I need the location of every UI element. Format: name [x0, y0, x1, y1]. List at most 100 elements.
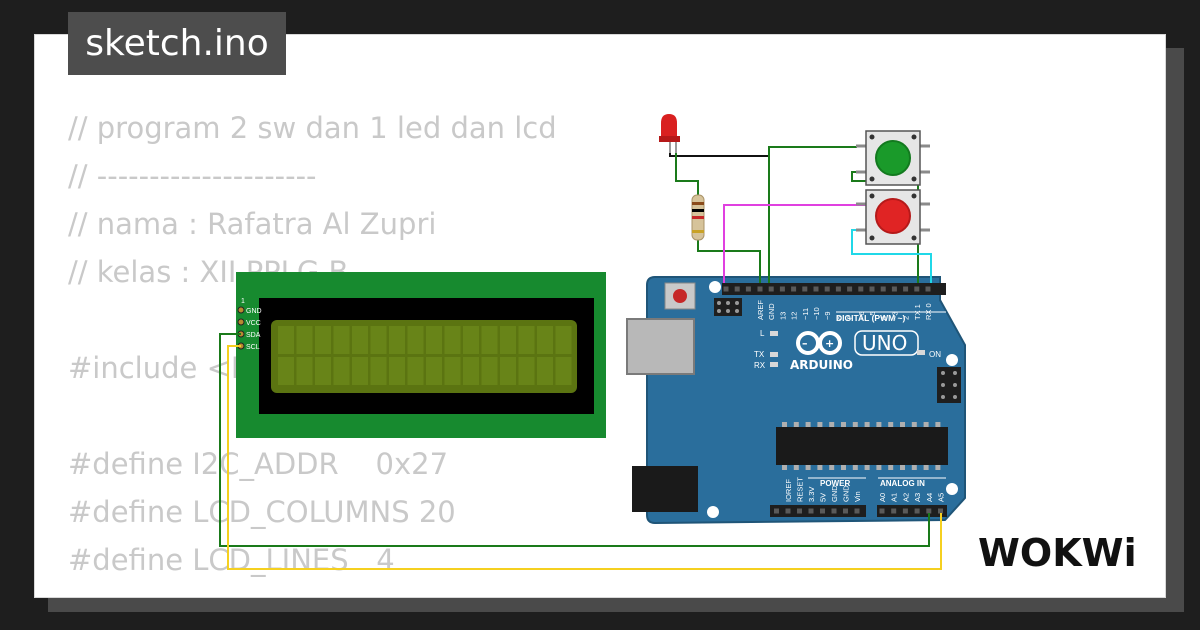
header-pin-hole[interactable]: [914, 286, 920, 292]
red-led[interactable]: [659, 114, 680, 153]
header-pin-hole[interactable]: [723, 286, 729, 292]
header-pin-hole[interactable]: [880, 286, 886, 292]
header-pin-hole[interactable]: [757, 286, 763, 292]
header-pin-hole[interactable]: [891, 286, 897, 292]
digital-pin-label: 8: [834, 316, 843, 320]
red-pushbutton[interactable]: [856, 189, 930, 245]
lcd-char-cell: [537, 326, 553, 354]
header-pin-hole[interactable]: [797, 508, 802, 514]
header-pin-hole[interactable]: [813, 286, 819, 292]
lcd-pin-label: SDA: [246, 332, 261, 339]
header-pin-hole[interactable]: [938, 508, 943, 514]
chip-leg: [876, 422, 882, 427]
lcd-display[interactable]: 1 GND VCC SDA SCL: [236, 272, 606, 438]
header-pin-hole[interactable]: [891, 508, 897, 514]
usb-port: [626, 318, 695, 375]
lcd-pin-gnd[interactable]: GND: [237, 306, 262, 315]
wire-green-button-gnd: [768, 146, 857, 283]
header-pin-hole[interactable]: [902, 508, 908, 514]
chip-leg: [805, 422, 811, 427]
header-pin-hole[interactable]: [879, 508, 885, 514]
power-label: POWER: [820, 479, 850, 488]
header-pin-hole[interactable]: [802, 286, 808, 292]
header-pin-hole[interactable]: [774, 508, 779, 514]
header-pin-hole[interactable]: [745, 286, 751, 292]
digital-pin-label: AREF: [756, 300, 765, 320]
header-pin-hole[interactable]: [847, 286, 853, 292]
analog-pin-label: A0: [878, 493, 887, 502]
digital-pin-label: ~5: [868, 311, 877, 320]
led-tx-label: TX: [754, 350, 765, 359]
code-line: #define LCD_COLUMNS 20: [68, 495, 456, 529]
wokwi-logo[interactable]: WOKWi: [968, 522, 1158, 580]
header-pin-hole[interactable]: [824, 286, 830, 292]
header-pin-hole[interactable]: [768, 286, 774, 292]
icsp-pins: [717, 301, 739, 313]
lcd-char-cell: [278, 326, 294, 354]
lcd-char-cell: [389, 326, 405, 354]
mounting-hole: [946, 354, 958, 366]
digital-pin-label: ~6: [857, 311, 866, 320]
lcd-char-cell: [463, 357, 479, 385]
header-pin-hole[interactable]: [914, 508, 920, 514]
resistor[interactable]: [691, 194, 705, 241]
header-pin-hole[interactable]: [734, 286, 740, 292]
power-header-pins: [774, 508, 860, 514]
lcd-char-cell: [555, 326, 572, 354]
analog-header[interactable]: [877, 505, 947, 517]
header-pin-hole[interactable]: [925, 286, 931, 292]
digital-pin-label: ~9: [823, 311, 832, 320]
chip-leg: [841, 465, 846, 470]
analog-pin-label: A1: [890, 493, 899, 502]
header-pin-hole[interactable]: [820, 508, 825, 514]
green-pushbutton[interactable]: [856, 130, 930, 186]
wire-led-anode-resistor: [675, 152, 699, 195]
led-l-label: L: [760, 329, 765, 338]
analog-pin-label: A5: [937, 493, 946, 502]
digital-pin-label: 2: [902, 316, 911, 320]
file-name-tab[interactable]: sketch.ino: [68, 12, 286, 75]
lcd-char-cell: [407, 326, 424, 354]
header-pin-hole[interactable]: [843, 508, 848, 514]
code-line: #define I2C_ADDR 0x27: [68, 447, 449, 481]
lcd-char-cell: [352, 326, 368, 354]
wire-resistor-pin13: [697, 240, 761, 283]
header-pin-hole[interactable]: [808, 508, 814, 514]
chip-leg: [829, 422, 835, 427]
chip-leg: [888, 465, 894, 470]
wokwi-wordmark: WOKWi: [978, 531, 1137, 575]
digital-header[interactable]: [722, 283, 946, 295]
power-pin-label: 5V: [819, 493, 828, 502]
reset-button[interactable]: [664, 282, 696, 310]
led-tx-indicator: [770, 352, 778, 357]
chip-leg: [852, 465, 858, 470]
header-pin-hole[interactable]: [835, 286, 841, 292]
lcd-char-cell: [333, 357, 350, 385]
header-pin-hole[interactable]: [903, 286, 909, 292]
icsp2-header: [937, 367, 961, 403]
lcd-char-cell: [352, 357, 368, 385]
header-pin-hole[interactable]: [831, 508, 837, 514]
power-pin-label: GND: [842, 485, 851, 502]
header-pin-hole[interactable]: [926, 508, 932, 514]
svg-text:+: +: [825, 337, 834, 350]
header-pin-hole[interactable]: [791, 286, 797, 292]
analog-header-pins: [879, 508, 943, 514]
mounting-hole: [946, 483, 958, 495]
lcd-char-cell: [481, 326, 498, 354]
header-pin-hole[interactable]: [858, 286, 864, 292]
header-pin-hole[interactable]: [854, 508, 860, 514]
header-pin-hole[interactable]: [869, 286, 875, 292]
header-pin-hole[interactable]: [779, 286, 785, 292]
lcd-char-cell: [481, 357, 498, 385]
lcd-char-cell: [315, 357, 331, 385]
lcd-char-cell: [370, 326, 387, 354]
power-header[interactable]: [770, 505, 866, 517]
digital-pin-label: ~11: [801, 308, 810, 320]
lcd-pin-vcc[interactable]: VCC: [237, 318, 261, 327]
header-pin-hole[interactable]: [785, 508, 791, 514]
code-line: #define LCD_LINES 4: [68, 543, 395, 577]
power-pin-label: GND: [830, 485, 839, 502]
lcd-char-cell: [500, 326, 516, 354]
